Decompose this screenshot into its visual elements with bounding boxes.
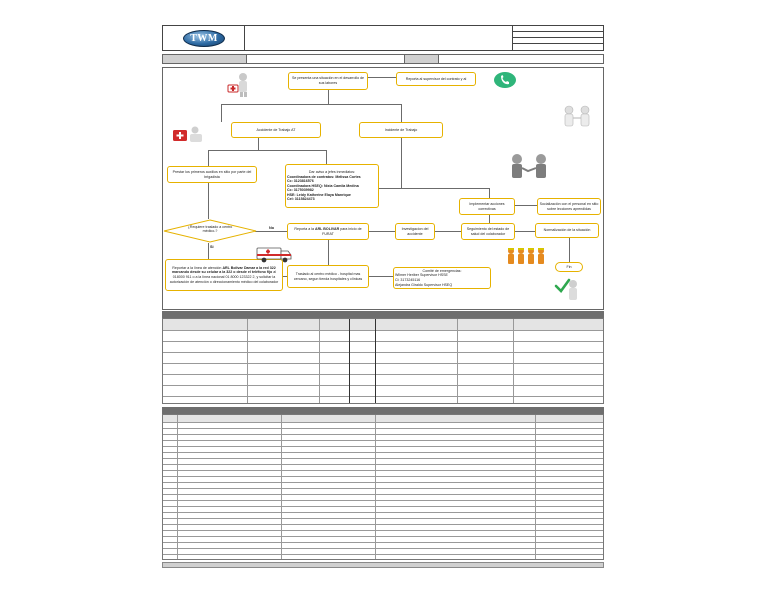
helpers-figure-icon [564, 105, 590, 127]
first-aid-kit-icon [173, 126, 202, 142]
flow-decision-label: ¿Requiere traslado a centro médico-? [187, 225, 233, 234]
flowchart-area: Se presenta una situación en el desarrol… [162, 67, 604, 310]
flow-report-supervisor-node: Reporta al supervisor del contrato y al [396, 72, 476, 86]
flow-end-node: Fin [555, 262, 583, 272]
flow-incident-node: Incidente de Trabajo [359, 122, 443, 138]
flow-start-node: Se presenta una situación en el desarrol… [288, 72, 368, 90]
section-bar-1 [162, 311, 604, 318]
phone-icon [494, 72, 516, 88]
flow-corrective-actions-node: Implementar acciones correctivas [459, 198, 515, 215]
flow-decision-diamond [163, 219, 257, 243]
section-bar-2 [162, 407, 604, 414]
flow-transfer-node: Traslado al centro médico - hospital mas… [287, 265, 369, 288]
company-logo: TWM [183, 30, 225, 47]
flow-no-label: No [269, 226, 275, 230]
title-cell [245, 26, 513, 50]
records-table-1 [162, 318, 604, 404]
flow-followup-node: Seguimiento del estado de salud del cola… [461, 223, 515, 240]
checkmark-figure-icon [554, 278, 577, 300]
document-meta-cells [513, 26, 603, 50]
flow-emergency-committee-node: Comité de emergencias: Wilmer Heriber Su… [393, 267, 491, 289]
flow-notify-supervisors-node: Dar aviso a jefes inmediatos: Coordinado… [285, 164, 379, 208]
flow-yes-label: Si [210, 245, 214, 249]
document-footer-bar [162, 562, 604, 568]
flow-normalize-node: Normalización de la situación [535, 223, 599, 238]
flow-report-arl-node: Reporta a la ARL BOLIVAR para inicio de … [287, 223, 369, 240]
document-header: TWM [162, 25, 604, 51]
flow-arl-phone-node: Reportar a la línea de atención ARL Boli… [165, 259, 283, 291]
flow-investigation-node: Investigacion del accidente [395, 223, 435, 240]
records-table-2 [162, 414, 604, 560]
document-subheader [162, 54, 604, 64]
medic-figure-icon [227, 73, 247, 97]
flow-first-aid-node: Prestar los primeros auxilios en sitio p… [167, 166, 257, 183]
ambulance-icon [256, 247, 292, 263]
logo-cell: TWM [163, 26, 245, 50]
team-figures-icon [508, 248, 544, 264]
flow-accident-node: Accidente de Trabajo AT [231, 122, 321, 138]
flow-socialize-node: Socialización con el personal en sitio s… [537, 198, 601, 215]
meeting-figures-icon [512, 154, 546, 178]
